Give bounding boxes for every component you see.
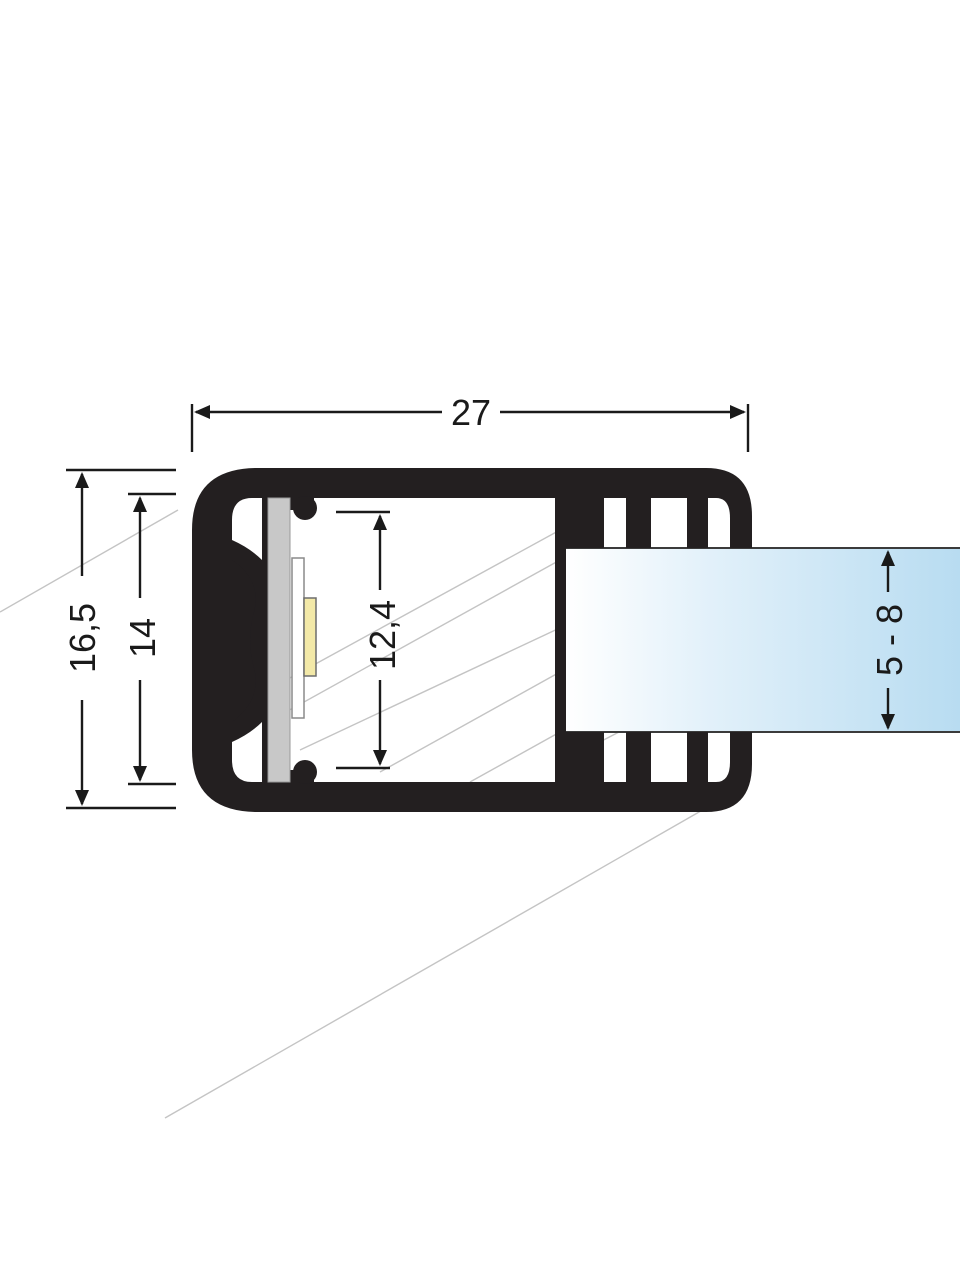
glass-thickness-label: 5 - 8 <box>869 604 910 676</box>
light-ray-line <box>164 799 721 1119</box>
overall-width-label: 27 <box>451 392 491 433</box>
light-ray-line <box>0 509 179 613</box>
aluminium-profile <box>192 468 752 812</box>
dimension-led-opening <box>336 510 390 770</box>
led-opening-label: 12,4 <box>362 600 403 670</box>
led-chip <box>303 597 317 677</box>
led-housing <box>291 557 305 719</box>
overall-height-label: 16,5 <box>62 603 103 673</box>
dimension-glass-thickness <box>881 550 895 730</box>
glass-panel <box>566 548 960 732</box>
dimension-overall-width <box>190 404 750 452</box>
pcb-strip <box>267 497 291 783</box>
dimension-overall-height <box>66 468 176 810</box>
inner-height-label: 14 <box>122 618 163 658</box>
dimension-inner-height <box>128 492 176 786</box>
